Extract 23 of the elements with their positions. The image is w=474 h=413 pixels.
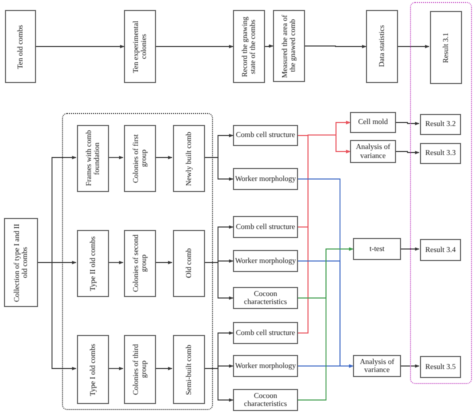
arrow bbox=[108, 156, 124, 160]
arrow bbox=[108, 260, 124, 264]
arrow bbox=[154, 156, 173, 160]
arrow bbox=[154, 366, 173, 370]
arrow bbox=[298, 364, 354, 368]
dotted-group-frame bbox=[62, 113, 213, 410]
arrow bbox=[204, 368, 234, 402]
arrow bbox=[396, 150, 420, 154]
dotted-group-frame bbox=[410, 2, 472, 384]
arrow bbox=[156, 44, 234, 48]
arrow bbox=[396, 122, 420, 126]
arrow bbox=[304, 44, 367, 48]
arrow bbox=[398, 44, 430, 48]
arrow bbox=[204, 157, 234, 181]
arrow bbox=[400, 247, 420, 251]
arrow bbox=[264, 44, 274, 48]
arrow bbox=[154, 260, 173, 264]
arrow bbox=[298, 247, 354, 400]
arrow bbox=[108, 366, 124, 370]
arrow bbox=[400, 364, 420, 368]
arrow bbox=[38, 262, 77, 370]
arrow bbox=[204, 262, 234, 300]
arrow bbox=[36, 44, 125, 48]
